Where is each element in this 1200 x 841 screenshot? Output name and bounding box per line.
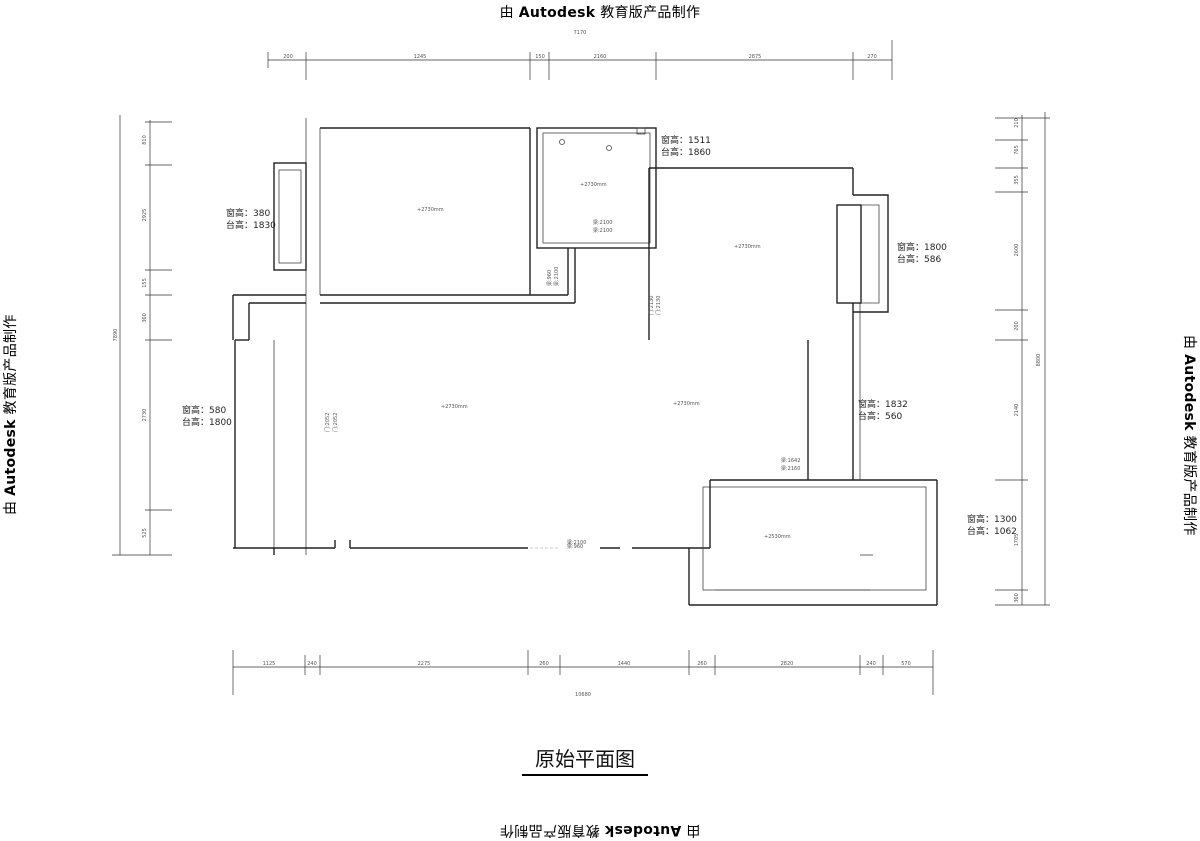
- ceiling-label-3: +2730mm: [734, 244, 761, 250]
- right-dim-total: 8800: [1036, 354, 1042, 367]
- bottom-dim-6: 260: [697, 661, 707, 667]
- bottom-dim-1: 1125: [263, 661, 276, 667]
- left-dim-1: 810: [142, 135, 148, 145]
- right-dim-5: 200: [1014, 321, 1020, 331]
- window-label-2-sill: 台高：1860: [661, 146, 711, 158]
- watermark-brand: Autodesk: [604, 822, 682, 838]
- beam-label-4-b: 梁:2100: [593, 227, 612, 234]
- window-label-6-height: 窗高：1300: [967, 513, 1017, 525]
- door-label-1-a: 门:2052: [324, 413, 331, 432]
- ceiling-label-1: +2730mm: [417, 207, 444, 213]
- beam-label-3-a: 梁:1642: [781, 457, 800, 464]
- top-dim-2: 1245: [414, 54, 427, 60]
- window-labels: 窗高：380 台高：1830 窗高：1511 台高：1860 窗高：1800 台…: [182, 134, 1017, 537]
- autodesk-watermark-top: 由 Autodesk 教育版产品制作: [0, 2, 1200, 22]
- window-label-1-sill: 台高：1830: [226, 219, 276, 231]
- watermark-prefix: 由: [1181, 335, 1197, 350]
- autodesk-watermark-left: 由 Autodesk 教育版产品制作: [0, 314, 20, 515]
- window-label-2-height: 窗高：1511: [661, 134, 711, 146]
- watermark-suffix: 教育版产品制作: [499, 822, 600, 838]
- bottom-dim-8: 240: [866, 661, 876, 667]
- watermark-prefix: 由: [3, 500, 19, 515]
- bottom-dim-2: 240: [307, 661, 317, 667]
- right-dim-8: 360: [1014, 593, 1020, 603]
- watermark-brand: Autodesk: [1181, 354, 1197, 431]
- top-dim-1: 200: [283, 54, 293, 60]
- window-label-4-sill: 台高：1800: [182, 416, 232, 428]
- window-label-5-sill: 台高：560: [858, 410, 902, 422]
- watermark-prefix: 由: [499, 5, 514, 21]
- ceiling-label-4: +2730mm: [441, 404, 468, 410]
- right-dim-6: 2140: [1014, 404, 1020, 417]
- beam-label-3-b: 梁:2160: [781, 465, 800, 472]
- right-dimension-chain: 8800 210 765 355 2600 200 2140 1705 360: [995, 112, 1050, 606]
- right-dim-7: 1705: [1014, 534, 1020, 547]
- bottom-dim-3: 2275: [418, 661, 431, 667]
- beam-labels: 梁:960 梁:2100 梁:960 梁:2100 梁:1642 梁:2160 …: [546, 219, 800, 550]
- right-dim-4: 2600: [1014, 244, 1020, 257]
- beam-label-4-a: 梁:2100: [593, 219, 612, 226]
- bottom-dim-4: 260: [539, 661, 549, 667]
- door-labels: 门:2052 门:2052 门:2130 门:2130: [324, 296, 662, 432]
- left-dimension-chain: 7890 810 2925 155 360 2730 525: [112, 115, 172, 556]
- ceiling-labels: +2730mm +2730mm +2730mm +2730mm +2730mm …: [417, 182, 791, 540]
- bottom-dim-total: 10680: [575, 692, 591, 698]
- ceiling-label-5: +2730mm: [673, 401, 700, 407]
- watermark-suffix: 教育版产品制作: [3, 314, 19, 415]
- right-dim-3: 355: [1014, 175, 1020, 185]
- top-dim-5: 2875: [749, 54, 762, 60]
- watermark-suffix: 教育版产品制作: [1181, 435, 1197, 536]
- watermark-brand: Autodesk: [3, 419, 19, 496]
- left-dim-2: 2925: [142, 209, 148, 222]
- top-dimension-chain: 7170 200 1245 150 2160 2875 270: [267, 30, 893, 80]
- door-label-1-b: 门:2052: [332, 413, 339, 432]
- left-dim-3: 155: [142, 278, 148, 288]
- left-dim-total: 7890: [113, 329, 119, 342]
- beam-label-1-a: 梁:960: [546, 270, 553, 286]
- window-label-3-sill: 台高：586: [897, 253, 941, 265]
- beam-label-2-b: 梁:2100: [567, 539, 586, 546]
- watermark-brand: Autodesk: [518, 5, 596, 21]
- beam-label-2-a: 梁:960: [567, 543, 583, 550]
- watermark-suffix: 教育版产品制作: [600, 5, 701, 21]
- window-label-5-height: 窗高：1832: [858, 398, 908, 410]
- bottom-dimension-chain: 10680 1125 240 2275 260 1440 260 2820 24…: [232, 650, 934, 698]
- ceiling-label-2: +2730mm: [580, 182, 607, 188]
- bottom-dim-5: 1440: [618, 661, 631, 667]
- top-dim-6: 270: [867, 54, 877, 60]
- top-dim-4: 2160: [594, 54, 607, 60]
- window-label-1-height: 窗高：380: [226, 207, 270, 219]
- window-label-3-height: 窗高：1800: [897, 241, 947, 253]
- walls: [232, 118, 938, 606]
- door-label-2-a: 门:2130: [648, 296, 655, 315]
- window-label-4-height: 窗高：580: [182, 404, 226, 416]
- right-dim-1: 210: [1014, 118, 1020, 128]
- beam-label-1-b: 梁:2100: [553, 267, 560, 286]
- autodesk-watermark-bottom: 由 Autodesk 教育版产品制作: [0, 821, 1200, 841]
- left-dim-6: 525: [142, 528, 148, 538]
- autodesk-watermark-right: 由 Autodesk 教育版产品制作: [1180, 335, 1200, 536]
- watermark-prefix: 由: [686, 822, 701, 838]
- top-dim-3: 150: [535, 54, 545, 60]
- door-label-2-b: 门:2130: [655, 296, 662, 315]
- left-dim-5: 2730: [142, 409, 148, 422]
- top-dim-total: 7170: [574, 30, 587, 36]
- window-label-6-sill: 台高：1062: [967, 525, 1017, 537]
- right-dim-2: 765: [1014, 145, 1020, 155]
- ceiling-label-6: +2530mm: [764, 534, 791, 540]
- left-dim-4: 360: [142, 313, 148, 323]
- drawing-title: 原始平面图: [522, 744, 648, 776]
- bottom-dim-7: 2820: [781, 661, 794, 667]
- bottom-dim-9: 570: [901, 661, 911, 667]
